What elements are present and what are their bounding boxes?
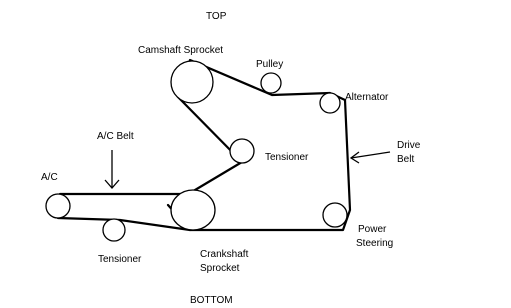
ac-belt-arrow bbox=[104, 150, 120, 189]
tensioner-lower-pulley bbox=[102, 218, 126, 242]
top-label: TOP bbox=[206, 11, 227, 22]
tensioner-upper-pulley bbox=[229, 138, 255, 164]
power-steering-label-line2: Steering bbox=[356, 238, 393, 249]
camshaft-sprocket bbox=[170, 60, 214, 104]
alternator-label: Alternator bbox=[345, 92, 389, 103]
bottom-label: BOTTOM bbox=[190, 295, 233, 306]
tensioner-upper-label: Tensioner bbox=[265, 152, 309, 163]
camshaft-sprocket-label: Camshaft Sprocket bbox=[138, 45, 223, 56]
tensioner-lower-label: Tensioner bbox=[98, 254, 142, 265]
ac-pulley bbox=[45, 193, 71, 219]
power-steering-label-line1: Power bbox=[358, 224, 387, 235]
crankshaft-sprocket-label-line2: Sprocket bbox=[200, 263, 240, 274]
alternator-pulley bbox=[319, 92, 341, 114]
drive-belt-label-line2: Belt bbox=[397, 154, 414, 165]
ac-belt-label: A/C Belt bbox=[97, 131, 134, 142]
idler-pulley bbox=[260, 72, 282, 94]
crankshaft-sprocket-label-line1: Crankshaft bbox=[200, 249, 249, 260]
ac-label: A/C bbox=[41, 172, 58, 183]
crankshaft-sprocket bbox=[170, 189, 216, 231]
pulley-label: Pulley bbox=[256, 59, 283, 70]
drive-belt-label-line1: Drive bbox=[397, 140, 421, 151]
drive-belt-arrow bbox=[349, 151, 391, 164]
power-steering-pulley bbox=[322, 202, 348, 228]
